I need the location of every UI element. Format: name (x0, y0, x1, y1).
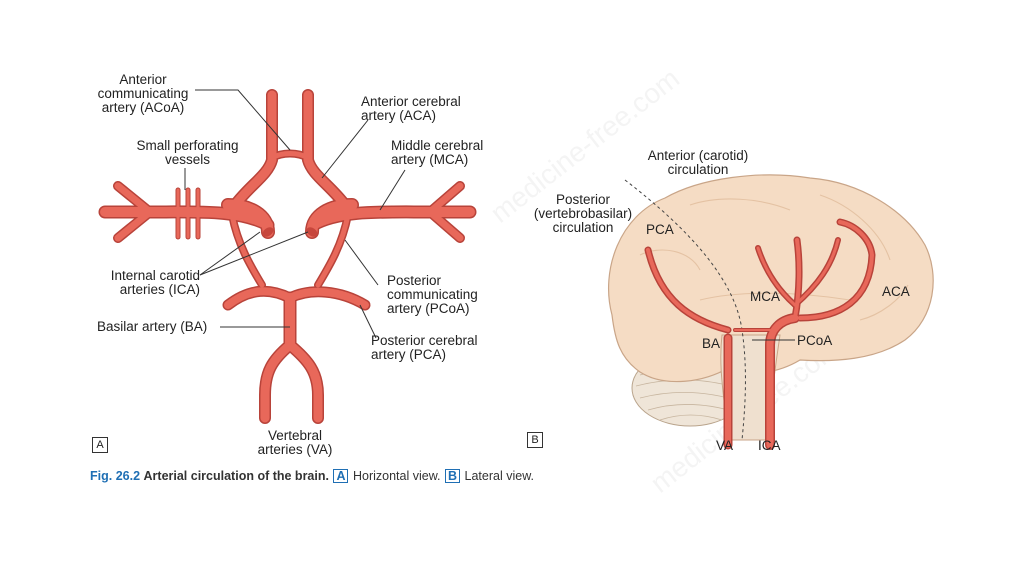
pcoa-label: Posterior communicating artery (PCoA) (387, 273, 478, 316)
ba-label: Basilar artery (BA) (97, 319, 208, 334)
lateral-pcoa-label: PCoA (797, 333, 833, 348)
circulation-divider (624, 179, 746, 441)
va-label: Vertebral arteries (VA) (257, 428, 333, 457)
figure-title: Arterial circulation of the brain. (143, 469, 329, 483)
caption-b-text: Lateral view. (464, 469, 534, 483)
ica-label: Internal carotid arteries (ICA) (110, 268, 200, 297)
anterior-circulation-label: Anterior (carotid) circulation (647, 148, 749, 177)
acoa-label: Anterior communicating artery (ACoA) (97, 72, 189, 115)
figure-caption: Fig. 26.2 Arterial circulation of the br… (90, 469, 534, 483)
pca-label: Posterior cerebral artery (PCA) (371, 333, 478, 362)
panel-a-badge: A (92, 437, 108, 453)
lateral-va-label: VA (716, 438, 734, 453)
lateral-ica-label: ICA (758, 438, 781, 453)
aca-label: Anterior cerebral artery (ACA) (361, 94, 461, 123)
caption-a-text: Horizontal view. (352, 469, 441, 483)
caption-a-box: A (333, 469, 349, 483)
figure-number: Fig. 26.2 (90, 469, 141, 483)
lateral-aca-label: ACA (882, 284, 910, 299)
posterior-circulation-label: Posterior (vertebrobasilar) circulation (533, 192, 633, 235)
lateral-ba-label: BA (702, 336, 721, 351)
perforating-vessels-label: Small perforating vessels (136, 138, 239, 167)
panel-b-badge: B (527, 432, 543, 448)
mca-label: Middle cerebral artery (MCA) (391, 138, 484, 167)
lateral-mca-label: MCA (750, 289, 780, 304)
lateral-pca-label: PCA (646, 222, 674, 237)
caption-b-box: B (445, 469, 461, 483)
